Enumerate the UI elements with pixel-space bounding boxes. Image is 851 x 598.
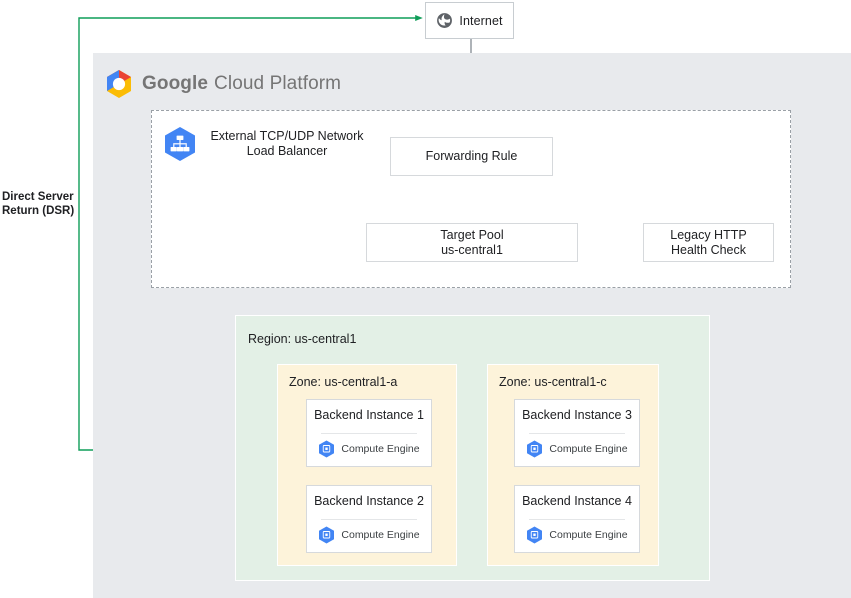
instance-name: Backend Instance 4 [522,494,632,508]
product-row: Compute Engine [307,440,431,458]
product-row: Compute Engine [515,440,639,458]
gcp-wordmark-bold: Google [142,73,209,94]
product-name: Compute Engine [341,443,420,455]
health-check-box[interactable]: Legacy HTTP Health Check [643,223,774,262]
health-check-label: Legacy HTTP Health Check [670,228,746,258]
health-check-line1: Legacy HTTP [670,227,747,242]
zone-container-us-central1-a: Zone: us-central1-a Backend Instance 1 C… [277,364,457,566]
card-divider [529,519,625,520]
forwarding-rule-label: Forwarding Rule [425,149,518,163]
instance-name: Backend Instance 1 [314,408,424,422]
backend-instance-card[interactable]: Backend Instance 1 Compute Engine [306,399,432,467]
product-name: Compute Engine [549,443,628,455]
gcp-wordmark-light: Cloud Platform [214,73,342,94]
forwarding-rule-box[interactable]: Forwarding Rule [390,137,553,176]
product-name: Compute Engine [549,529,628,541]
instance-name: Backend Instance 2 [314,494,424,508]
network-load-balancer-icon [163,126,197,162]
dsr-label: Direct Server Return (DSR) [2,191,75,217]
zone-label: Zone: us-central1-a [289,375,398,389]
compute-engine-icon [526,440,543,458]
compute-engine-icon [318,526,335,544]
internet-node[interactable]: Internet [425,2,514,39]
backend-instance-card[interactable]: Backend Instance 4 Compute Engine [514,485,640,553]
google-cloud-hexagon-icon [105,69,133,99]
target-pool-line2: us-central1 [441,242,503,257]
health-check-line2: Health Check [670,242,747,257]
product-row: Compute Engine [515,526,639,544]
load-balancer-title-line2: Load Balancer [246,144,328,158]
backend-instance-card[interactable]: Backend Instance 3 Compute Engine [514,399,640,467]
zone-container-us-central1-c: Zone: us-central1-c Backend Instance 3 C… [487,364,659,566]
compute-engine-icon [318,440,335,458]
instance-name: Backend Instance 3 [522,408,632,422]
target-pool-box[interactable]: Target Pool us-central1 [366,223,578,262]
globe-icon [436,12,453,29]
region-label: Region: us-central1 [248,332,357,346]
load-balancer-title: External TCP/UDP Network Load Balancer [207,129,367,159]
compute-engine-icon [526,526,543,544]
card-divider [529,433,625,434]
internet-label: Internet [459,13,503,28]
card-divider [321,433,417,434]
product-row: Compute Engine [307,526,431,544]
target-pool-label: Target Pool us-central1 [440,228,503,258]
product-name: Compute Engine [341,529,420,541]
card-divider [321,519,417,520]
load-balancer-badge: External TCP/UDP Network Load Balancer [163,126,367,162]
zone-label: Zone: us-central1-c [499,375,607,389]
load-balancer-title-line1: External TCP/UDP Network [210,129,364,143]
target-pool-line1: Target Pool [440,227,504,242]
backend-instance-card[interactable]: Backend Instance 2 Compute Engine [306,485,432,553]
